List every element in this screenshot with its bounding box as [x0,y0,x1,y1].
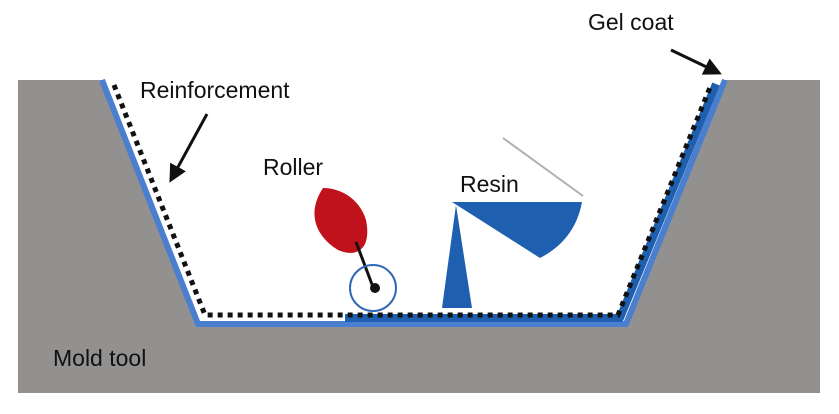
mold-tool-label: Mold tool [53,345,146,371]
resin-label: Resin [460,171,519,197]
gel-coat-layer [99,78,728,327]
gel-coat-arrow [670,48,722,75]
mold-tool [18,80,820,393]
roller-wheel [349,264,397,312]
wet-laminate [345,82,720,322]
roller-hub [370,283,380,293]
resin-bucket-body [452,202,582,258]
roller-label: Roller [263,154,323,180]
gel-coat-label: Gel coat [588,9,674,35]
roller-handle [314,188,368,253]
roller-shaft [354,241,375,288]
reinforcement-arrow [169,113,209,183]
reinforcement-layer [111,84,714,318]
resin-pour-stream [442,205,472,308]
hand-roller-icon [314,188,397,312]
reinforcement-label: Reinforcement [140,77,290,103]
resin-bucket-lip [502,137,584,197]
resin-bucket-icon [442,137,584,308]
